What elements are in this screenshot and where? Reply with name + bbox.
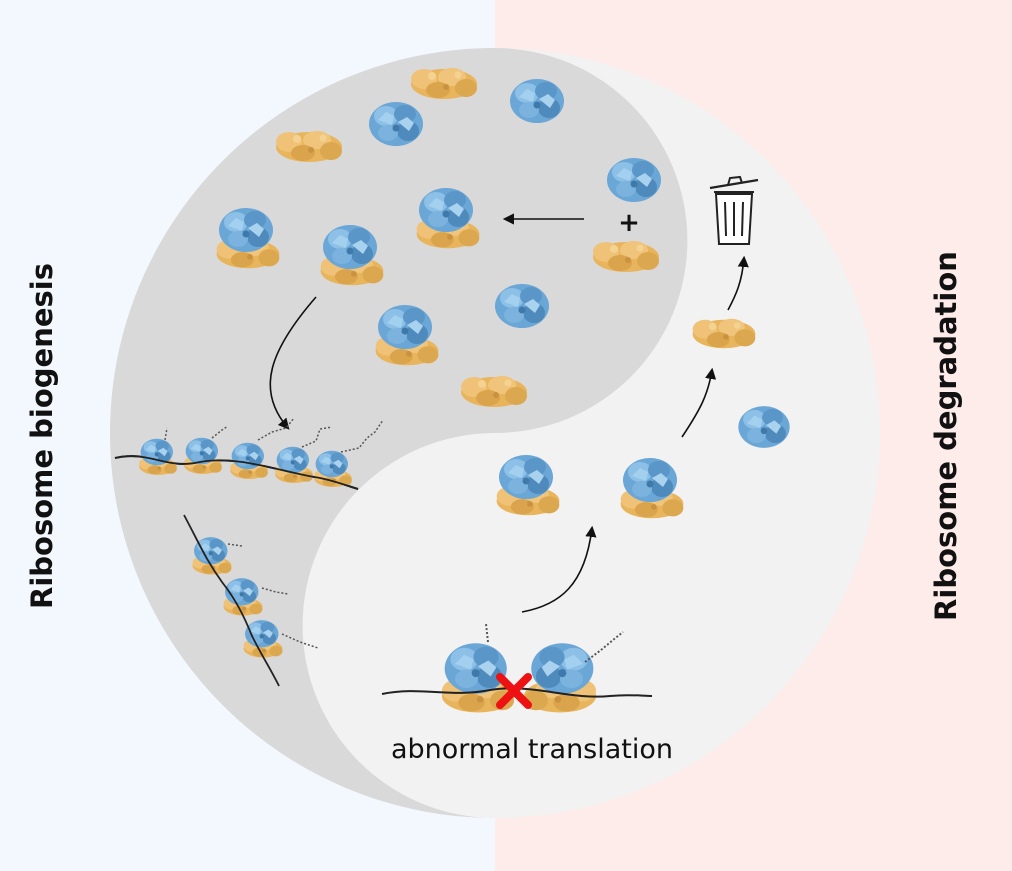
- biogenesis-title-text: Ribosome biogenesis: [25, 262, 60, 609]
- polysome-diagonal: [183, 514, 319, 687]
- stalled-ribosomes: [381, 623, 653, 712]
- free-small-subunit: [510, 79, 564, 123]
- abnormal-translation-caption: abnormal translation: [390, 734, 674, 765]
- dissociated-small-subunit: [738, 406, 790, 448]
- degradation-title-text: Ribosome degradation: [929, 250, 964, 621]
- free-small-subunit: [495, 284, 549, 328]
- free-small-subunit: [369, 102, 423, 146]
- trash-can-icon: [709, 175, 759, 245]
- free-small-subunit: [607, 158, 661, 202]
- plus-sign: +: [618, 208, 640, 238]
- degradation-arrow-3: [727, 255, 749, 311]
- degradation-title: Ribosome degradation: [916, 0, 976, 871]
- translation-arrow: [269, 296, 317, 430]
- polysome-horizontal: [114, 417, 384, 490]
- biogenesis-title: Ribosome biogenesis: [12, 0, 72, 871]
- degradation-arrow-2: [681, 367, 717, 438]
- degradation-arrow-1: [521, 525, 597, 613]
- stall-x-icon: [496, 673, 532, 709]
